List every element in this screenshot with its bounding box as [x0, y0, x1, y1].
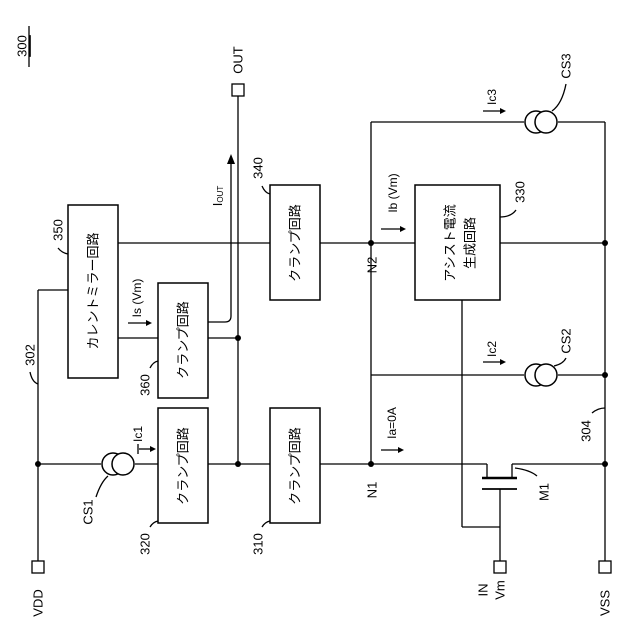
out-label: OUT: [231, 46, 246, 74]
iout-path: [208, 160, 231, 322]
junction-dots: [35, 240, 608, 467]
is-indicator: [128, 320, 152, 326]
leader-320: [150, 521, 158, 527]
iout-label: IOUT: [210, 186, 225, 207]
figure-number: 300: [15, 35, 30, 57]
node-n1-label: N1: [365, 482, 380, 499]
leader-350: [58, 248, 68, 254]
leader-330: [500, 210, 516, 217]
in-label: IN: [476, 584, 491, 597]
ref-304: 304: [579, 420, 594, 442]
transistor-m1: [482, 464, 517, 492]
vss-terminal: [599, 561, 611, 573]
ic1-label: Ic1: [131, 426, 145, 442]
assist-label-line2: 生成回路: [463, 217, 478, 269]
leader-cs2: [554, 358, 566, 366]
cs2-label: CS2: [559, 328, 574, 353]
leader-360: [150, 361, 158, 368]
cs3-label: CS3: [559, 53, 574, 78]
vm-terminal: [494, 561, 506, 573]
vm-label: Vm: [493, 580, 508, 600]
clamp-310-label: クランプ回路: [288, 427, 303, 505]
svg-text:IOUT: IOUT: [210, 186, 225, 207]
ib-label: Ib (Vm): [386, 173, 400, 212]
ref-360: 360: [138, 374, 153, 396]
assist-current-block: [415, 185, 500, 300]
m1-label: M1: [537, 483, 552, 501]
leader-302: [30, 372, 38, 384]
leader-cs1: [96, 476, 108, 497]
iout-sub: OUT: [216, 186, 225, 203]
vss-label: VSS: [598, 590, 613, 616]
ia-label: Ia=0A: [385, 407, 399, 439]
ic2-label: Ic2: [485, 341, 499, 357]
clamp-340-label: クランプ回路: [288, 204, 303, 282]
ref-302: 302: [23, 344, 38, 366]
mirror-label: カレントミラー回路: [86, 232, 101, 349]
leader-m1: [515, 468, 537, 476]
ic3-label: Ic3: [485, 89, 499, 105]
ref-350: 350: [51, 219, 66, 241]
clamp-320-label: クランプ回路: [176, 427, 191, 505]
vdd-label: VDD: [31, 589, 46, 616]
vdd-terminal: [32, 561, 44, 573]
node-n2-label: N2: [365, 257, 380, 274]
leader-340: [262, 186, 270, 194]
ic1-indicator: [138, 444, 156, 454]
leader-310: [262, 521, 270, 527]
ia-indicator: [381, 447, 404, 453]
clamp-360-label: クランプ回路: [176, 301, 191, 379]
vdd-rail: [38, 290, 68, 561]
ref-300: 300: [15, 26, 30, 67]
ref-340: 340: [251, 157, 266, 179]
is-label: Is (Vm): [130, 279, 144, 318]
iout-arrowhead: [227, 154, 235, 164]
current-source-cs3: [525, 111, 557, 133]
assist-label-line1: アシスト電流: [443, 204, 458, 281]
ic3-indicator: [483, 108, 506, 114]
ref-310: 310: [251, 533, 266, 555]
ref-320: 320: [138, 533, 153, 555]
ref-330: 330: [513, 181, 528, 203]
out-terminal: [232, 84, 244, 96]
leader-cs3: [552, 84, 566, 111]
leader-304: [592, 408, 605, 413]
ic2-indicator: [483, 359, 506, 365]
current-source-cs2: [525, 364, 557, 386]
cs1-label: CS1: [81, 499, 96, 524]
ib-indicator: [381, 226, 406, 232]
current-source-cs1: [102, 453, 134, 475]
